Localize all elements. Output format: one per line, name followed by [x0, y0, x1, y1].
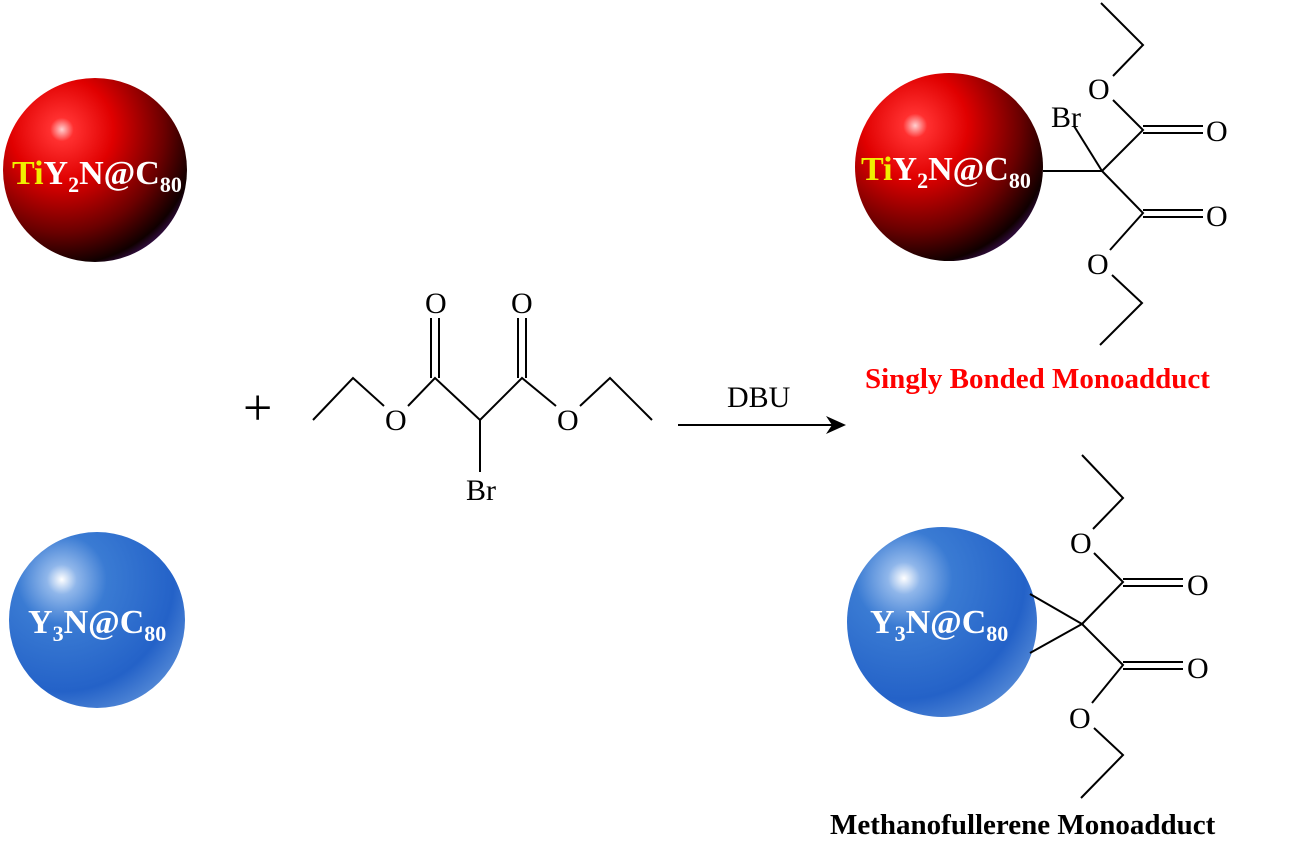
oxygen-label: O: [511, 287, 533, 320]
diethyl-bromomalonate: O O O O Br: [312, 287, 653, 507]
oxygen-label: O: [1070, 527, 1092, 560]
bromine-label: Br: [1051, 101, 1081, 134]
bond: [1073, 125, 1103, 172]
y-fullerene-label: Y3N@C80: [28, 604, 166, 646]
blue-fullerene-sphere: [847, 527, 1037, 717]
bond: [1101, 170, 1145, 251]
red-fullerene-sphere: [855, 73, 1043, 261]
bond: [579, 376, 653, 421]
red-fullerene-sphere: [3, 78, 187, 262]
product-caption: Singly Bonded Monoadduct: [865, 363, 1210, 395]
y-fullerene-reactant: Y3N@C80: [9, 532, 185, 708]
product-formula-label: TiY2N@C80: [861, 151, 1031, 193]
bond: [1081, 552, 1125, 625]
oxygen-label: O: [1069, 702, 1091, 735]
bond: [312, 376, 385, 421]
bromine-label: Br: [466, 474, 496, 507]
singly-bonded-product: TiY2N@C80 Br O O O O Singly Bonded Monoa…: [855, 2, 1228, 395]
bond: [1100, 2, 1145, 77]
bond: [1081, 454, 1125, 530]
bond: [1029, 593, 1085, 654]
bond: [407, 376, 557, 422]
oxygen-label: O: [1088, 73, 1110, 106]
bond: [1099, 274, 1144, 346]
methanofullerene-product: Y3N@C80 O O O O Methanofullerene Monoadd…: [830, 454, 1216, 841]
oxygen-label: O: [385, 404, 407, 437]
bond: [1080, 727, 1125, 799]
reagent-label: DBU: [727, 381, 791, 414]
product-formula-label: Y3N@C80: [870, 604, 1008, 646]
bond: [1101, 99, 1145, 172]
plus-sign: +: [243, 380, 272, 437]
ti-fullerene-label: TiY2N@C80: [12, 155, 182, 197]
oxygen-label: O: [425, 287, 447, 320]
oxygen-label: O: [1187, 569, 1209, 602]
arrowhead-icon: [826, 416, 846, 434]
product-caption: Methanofullerene Monoadduct: [830, 809, 1216, 841]
oxygen-label: O: [1187, 652, 1209, 685]
blue-fullerene-sphere: [9, 532, 185, 708]
oxygen-label: O: [1206, 115, 1228, 148]
bond: [1081, 623, 1125, 704]
oxygen-label: O: [1087, 248, 1109, 281]
oxygen-label: O: [557, 404, 579, 437]
oxygen-label: O: [1206, 200, 1228, 233]
reaction-arrow: DBU: [678, 381, 846, 434]
ti-fullerene-reactant: TiY2N@C80: [3, 78, 187, 262]
